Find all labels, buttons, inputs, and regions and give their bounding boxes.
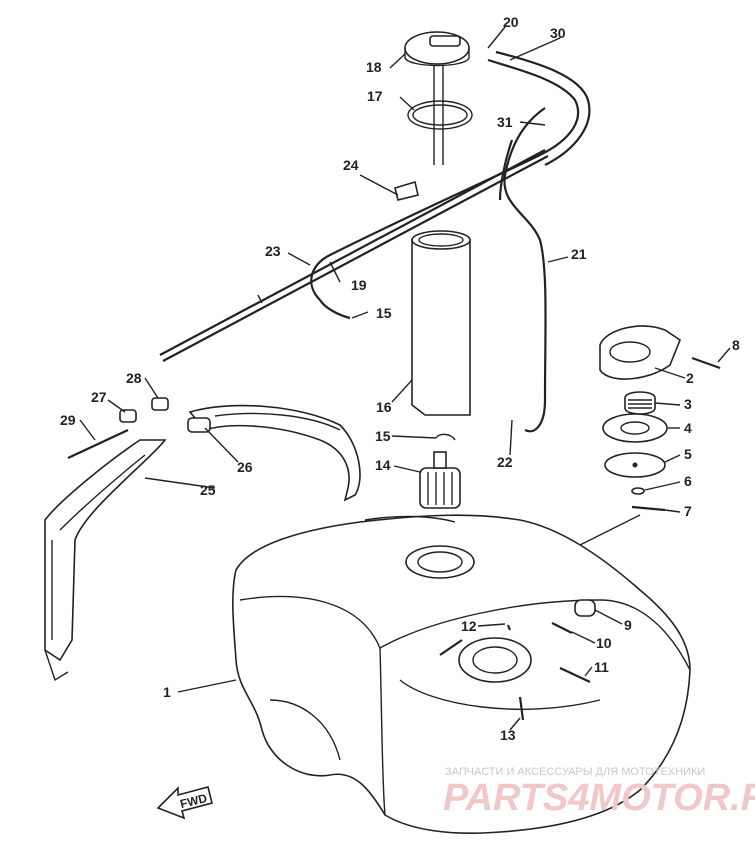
bolts <box>439 622 591 721</box>
callout-labels: 1 2 3 4 5 6 7 8 9 10 11 12 13 14 15 16 1… <box>60 14 740 743</box>
callout-28: 28 <box>126 370 142 386</box>
callout-13: 13 <box>500 727 516 743</box>
callout-21: 21 <box>571 246 587 262</box>
callout-6: 6 <box>684 473 692 489</box>
callout-11: 11 <box>594 659 609 675</box>
callout-1: 1 <box>163 684 171 700</box>
filler-cap-assembly <box>599 325 681 512</box>
hose-clip <box>394 180 419 201</box>
callout-4: 4 <box>684 420 692 436</box>
callout-25: 25 <box>200 482 216 498</box>
callout-16: 16 <box>376 399 392 415</box>
fuel-filter <box>419 433 461 509</box>
callout-14: 14 <box>375 457 391 473</box>
callout-20: 20 <box>503 14 519 30</box>
filter-sleeve <box>411 230 471 416</box>
callout-15-upper: 15 <box>376 305 392 321</box>
callout-3: 3 <box>684 396 692 412</box>
callout-12: 12 <box>461 618 477 634</box>
fuel-sender-unit <box>404 31 473 165</box>
callout-26: 26 <box>237 459 253 475</box>
fuel-tank <box>232 514 691 834</box>
callout-8: 8 <box>732 337 740 353</box>
callout-30: 30 <box>550 25 566 41</box>
strap-hardware <box>67 397 456 523</box>
pin <box>691 356 721 370</box>
callout-23: 23 <box>265 243 281 259</box>
fwd-label: FWD <box>179 791 209 811</box>
callout-29: 29 <box>60 412 76 428</box>
callout-17: 17 <box>367 88 383 104</box>
forward-arrow: FWD <box>156 786 213 820</box>
watermark-site: PARTS4MOTOR.RU <box>443 777 755 819</box>
watermark-tagline: ЗАПЧАСТИ И АКСЕССУАРЫ ДЛЯ МОТОТЕХНИКИ <box>445 766 705 778</box>
callout-10: 10 <box>596 635 612 651</box>
callout-27: 27 <box>91 389 107 405</box>
leader-lines <box>79 26 731 731</box>
hoses <box>159 50 591 433</box>
callout-9: 9 <box>624 617 632 633</box>
tank-strap-rear <box>187 404 361 502</box>
callout-19: 19 <box>351 277 367 293</box>
callout-31: 31 <box>497 114 513 130</box>
tank-strap-front <box>44 439 167 682</box>
callout-22: 22 <box>497 454 513 470</box>
callout-5: 5 <box>684 446 692 462</box>
watermark: ЗАПЧАСТИ И АКСЕССУАРЫ ДЛЯ МОТОТЕХНИКИ PA… <box>443 766 755 819</box>
callout-18: 18 <box>366 59 382 75</box>
callout-7: 7 <box>684 503 692 519</box>
callout-15-lower: 15 <box>375 428 391 444</box>
callout-2: 2 <box>686 370 694 386</box>
callout-24: 24 <box>343 157 359 173</box>
